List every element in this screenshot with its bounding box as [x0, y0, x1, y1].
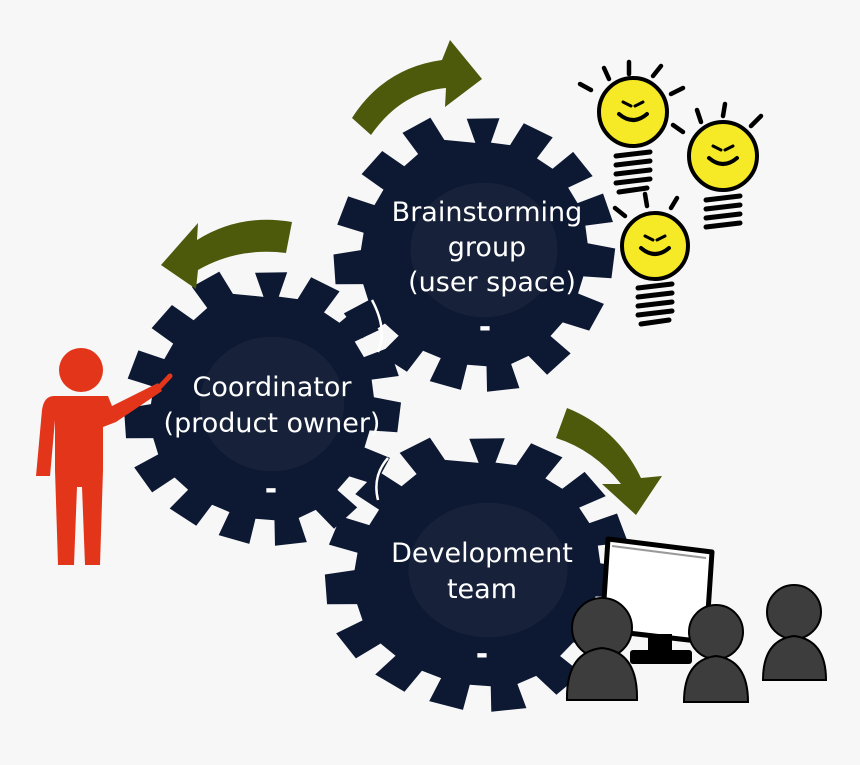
lightbulb-icon	[670, 101, 764, 230]
user-silhouette-icon	[565, 597, 639, 701]
coordinator-label-line1: Coordinator	[192, 372, 352, 403]
brainstorming-gear	[333, 117, 616, 392]
development-gear	[324, 437, 631, 712]
coordinator-gear	[123, 271, 402, 546]
curved-arrow-icon	[556, 408, 662, 515]
development-label-line2: team	[447, 574, 517, 605]
curved-arrow-icon	[352, 40, 482, 135]
curved-arrow-icon	[161, 219, 292, 289]
coordinator-minus: -	[265, 472, 277, 507]
lightbulb-icon	[577, 59, 686, 195]
development-label-line1: Development	[391, 538, 573, 569]
person-pointing-icon	[36, 348, 173, 565]
gear-separator	[370, 299, 384, 353]
coordinator-label-line2: (product owner)	[164, 408, 381, 439]
brainstorming-label-line3: (user space)	[408, 267, 576, 298]
lightbulb-icon	[612, 191, 690, 327]
brainstorming-label-line2: group	[448, 232, 526, 263]
gear-separator	[375, 457, 389, 501]
development-minus: -	[476, 637, 488, 672]
user-silhouette-icon	[682, 604, 750, 703]
brainstorming-label-line1: Brainstorming	[392, 197, 583, 228]
user-silhouette-icon	[761, 584, 828, 681]
brainstorming-minus: -	[479, 310, 491, 345]
